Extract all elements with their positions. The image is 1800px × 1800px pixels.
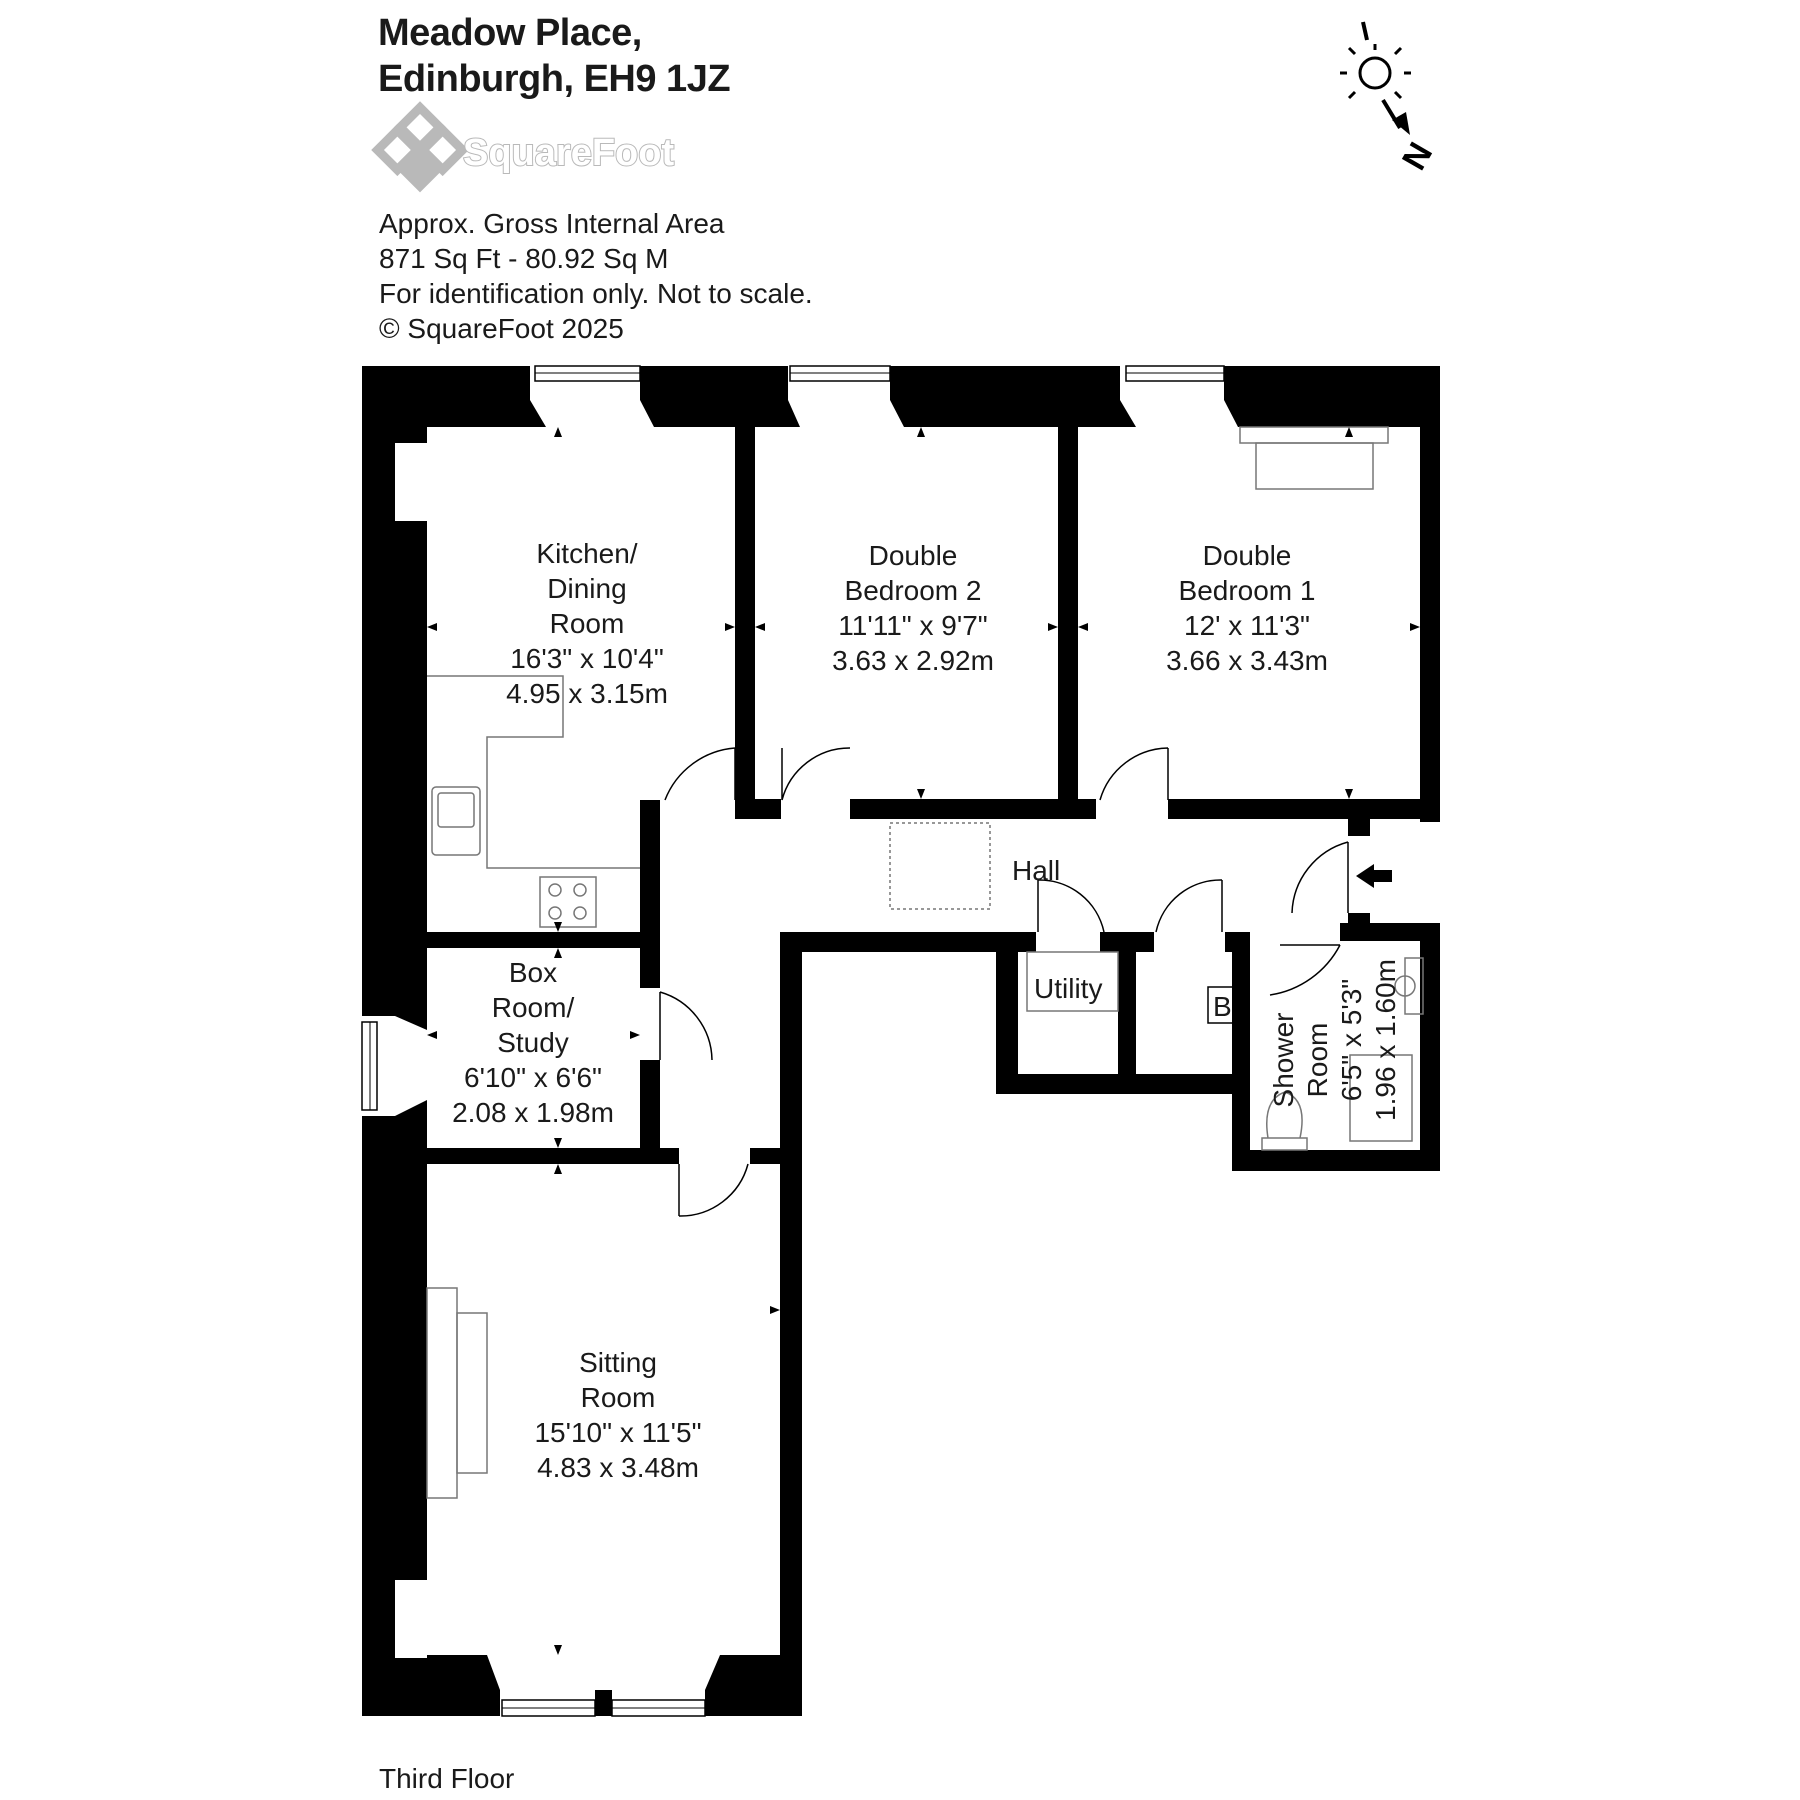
compass-icon (1340, 21, 1411, 135)
shower-name-1: Shower (1268, 1013, 1299, 1108)
windows-top (530, 365, 1238, 427)
copyright: © SquareFoot 2025 (379, 313, 624, 344)
dimension-markers (427, 427, 1420, 1655)
room-box-room: Box Room/ Study 6'10" x 6'6" 2.08 x 1.98… (452, 957, 614, 1128)
address-line-1: Meadow Place, (378, 12, 642, 54)
kitchen-name-3: Room (550, 608, 625, 639)
room-sitting: Sitting Room 15'10" x 11'5" 4.83 x 3.48m (534, 1347, 701, 1483)
room-bedroom-1: Double Bedroom 1 12' x 11'3" 3.66 x 3.43… (1166, 540, 1328, 676)
room-kitchen: Kitchen/ Dining Room 16'3" x 10'4" 4.95 … (506, 538, 668, 709)
kitchen-name-2: Dining (547, 573, 626, 604)
bedroom2-metric: 3.63 x 2.92m (832, 645, 994, 676)
boxroom-imperial: 6'10" x 6'6" (464, 1062, 602, 1093)
floor-label: Third Floor (379, 1763, 515, 1794)
sitting-name-1: Sitting (579, 1347, 657, 1378)
kitchen-metric: 4.95 x 3.15m (506, 678, 668, 709)
bedroom1-metric: 3.66 x 3.43m (1166, 645, 1328, 676)
sitting-imperial: 15'10" x 11'5" (534, 1417, 701, 1448)
kitchen-name-1: Kitchen/ (536, 538, 637, 569)
window-bottom (487, 1655, 720, 1717)
address-line-2: Edinburgh, EH9 1JZ (378, 58, 731, 100)
kitchen-imperial: 16'3" x 10'4" (510, 643, 664, 674)
logo-text: SquareFoot (463, 132, 674, 174)
boxroom-metric: 2.08 x 1.98m (452, 1097, 614, 1128)
room-bedroom-2: Double Bedroom 2 11'11" x 9'7" 3.63 x 2.… (832, 540, 994, 676)
bedroom1-name-1: Double (1203, 540, 1292, 571)
shower-imperial: 6'5" x 5'3" (1336, 979, 1367, 1101)
fixtures (426, 426, 1424, 1499)
entrance-arrow-icon (1356, 864, 1392, 888)
shower-name-2: Room (1302, 1023, 1333, 1098)
boxroom-name-3: Study (497, 1027, 569, 1058)
bedroom2-name-1: Double (869, 540, 958, 571)
shower-metric: 1.96 x 1.60m (1370, 959, 1401, 1121)
room-shower: Shower Room 6'5" x 5'3" 1.96 x 1.60m (1268, 959, 1401, 1121)
bedroom2-name-2: Bedroom 2 (845, 575, 982, 606)
sitting-metric: 4.83 x 3.48m (537, 1452, 699, 1483)
disclaimer: For identification only. Not to scale. (379, 278, 813, 309)
doors (659, 747, 1349, 1217)
boxroom-name-2: Room/ (492, 992, 575, 1023)
area-heading: Approx. Gross Internal Area (379, 208, 725, 239)
squarefoot-logo: SquareFoot (371, 101, 675, 193)
utility-label: Utility (1034, 973, 1102, 1004)
sitting-name-2: Room (581, 1382, 656, 1413)
area-value: 871 Sq Ft - 80.92 Sq M (379, 243, 669, 274)
boiler-label: B (1213, 991, 1232, 1022)
window-left (361, 443, 427, 1658)
boxroom-name-1: Box (509, 957, 557, 988)
bedroom1-name-2: Bedroom 1 (1179, 575, 1316, 606)
bedroom2-imperial: 11'11" x 9'7" (838, 610, 987, 641)
hall-label: Hall (1012, 855, 1060, 886)
bedroom1-imperial: 12' x 11'3" (1184, 610, 1310, 641)
north-label: N (1395, 136, 1440, 176)
